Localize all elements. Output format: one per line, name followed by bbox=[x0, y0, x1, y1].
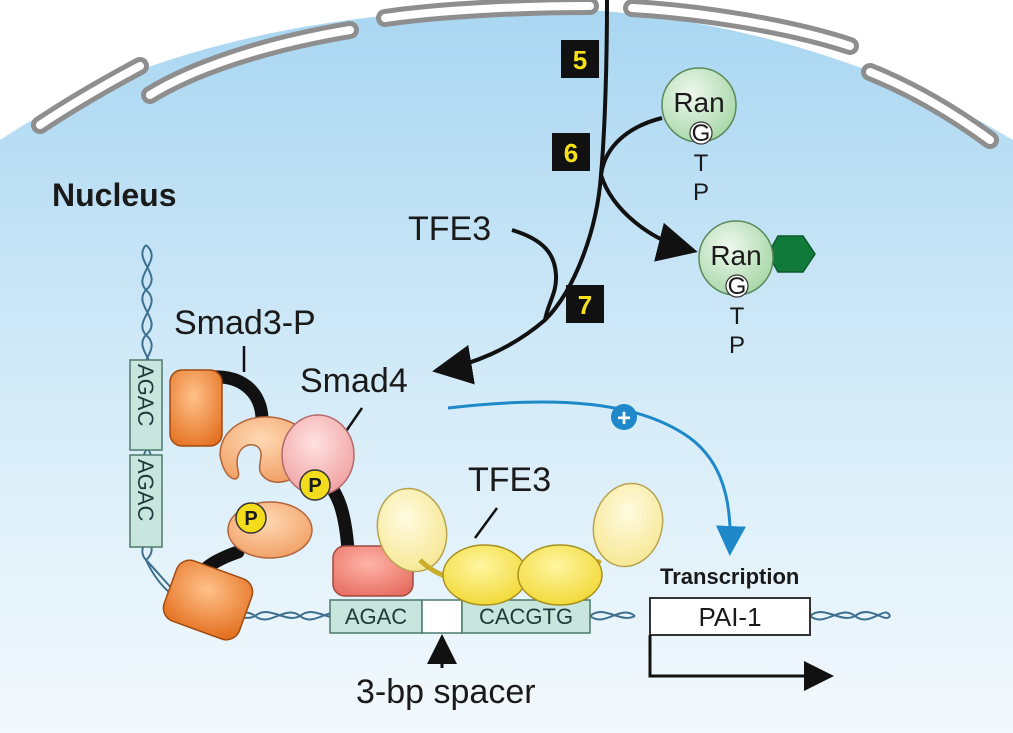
ran-bottom-t: T bbox=[730, 303, 745, 330]
phosphate-2-label: P bbox=[308, 475, 321, 497]
ran-bottom-label: Ran bbox=[710, 240, 761, 271]
step-5: 5 bbox=[561, 40, 599, 78]
step-7-label: 7 bbox=[578, 290, 592, 320]
smad3-mh1-top bbox=[170, 370, 222, 446]
agac-vertical-2: AGAC bbox=[130, 455, 162, 547]
pai1-gene: PAI-1 bbox=[650, 598, 810, 635]
transcription-label: Transcription bbox=[660, 564, 799, 589]
agac-vertical-2-text: AGAC bbox=[133, 459, 158, 521]
spacer-gap bbox=[422, 600, 462, 633]
ran-top-t: T bbox=[694, 150, 709, 177]
ran-bottom-p: P bbox=[729, 332, 745, 359]
agac-horizontal: AGAC bbox=[330, 600, 422, 633]
tfe3-top-label: TFE3 bbox=[408, 210, 491, 248]
tfe3-dbd-left bbox=[443, 545, 527, 605]
ran-top-g: G bbox=[692, 120, 711, 147]
spacer-label: 3-bp spacer bbox=[356, 673, 536, 711]
phosphate-1-label: P bbox=[244, 508, 257, 530]
step-5-label: 5 bbox=[573, 45, 587, 75]
step-6-label: 6 bbox=[564, 138, 578, 168]
phosphate-2: P bbox=[300, 470, 330, 500]
step-7: 7 bbox=[566, 285, 604, 323]
ran-top-p: P bbox=[693, 179, 709, 206]
smad4-label: Smad4 bbox=[300, 362, 408, 400]
agac-horizontal-text: AGAC bbox=[345, 604, 407, 629]
agac-vertical-1: AGAC bbox=[130, 360, 162, 450]
ran-bottom-g: G bbox=[728, 273, 747, 300]
cacgtg-horizontal-text: CACGTG bbox=[479, 604, 573, 629]
smad3p-label: Smad3-P bbox=[174, 304, 316, 342]
tfe3-dbd-right bbox=[518, 545, 602, 605]
phosphate-1: P bbox=[236, 503, 266, 533]
tfe3-bottom-label: TFE3 bbox=[468, 461, 551, 499]
ran-top-label: Ran bbox=[673, 87, 724, 118]
step-6: 6 bbox=[552, 133, 590, 171]
agac-vertical-1-text: AGAC bbox=[133, 364, 158, 426]
pai1-label: PAI-1 bbox=[698, 602, 761, 632]
plus-sign: + bbox=[617, 405, 631, 432]
nucleus-label: Nucleus bbox=[52, 177, 176, 213]
